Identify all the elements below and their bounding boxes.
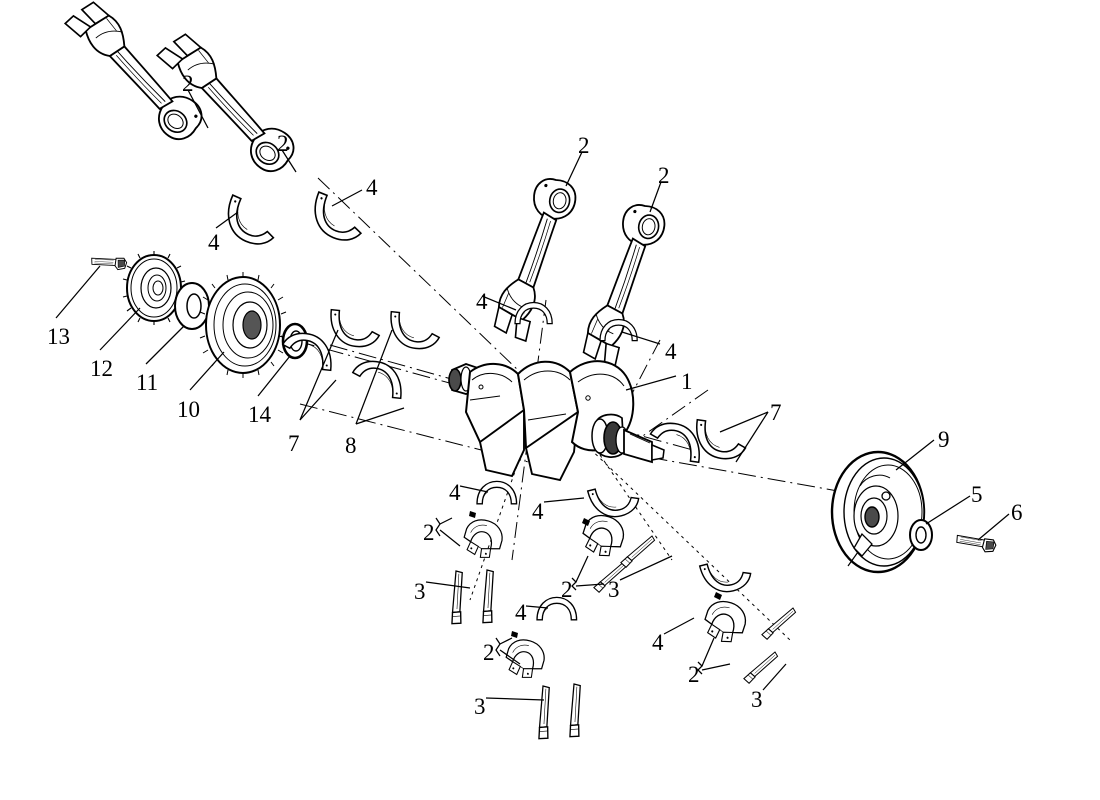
bearing-shell-b <box>304 191 371 248</box>
callout-13-bolt: 13 <box>47 324 70 349</box>
washer-5 <box>909 519 933 551</box>
callout-2-rod3: 2 <box>578 133 590 158</box>
callout-4-shell-b: 4 <box>208 230 220 255</box>
rod-bolt-4 <box>566 683 586 739</box>
callout-4-shell-h: 4 <box>652 630 664 655</box>
rod-bolt-8 <box>742 651 781 685</box>
rod-bolt-6 <box>619 535 658 569</box>
callout-2-rod2: 2 <box>277 131 289 156</box>
callout-4-shell-g: 4 <box>515 600 527 625</box>
rod-bolt-2 <box>479 569 499 625</box>
primary-drive-gear-10 <box>199 272 287 378</box>
callout-7-right: 7 <box>770 400 782 425</box>
callout-4-shell-c: 4 <box>476 289 488 314</box>
main-bearing-shell-8b <box>349 358 405 400</box>
callout-8-left: 8 <box>345 433 357 458</box>
callout-2-cap2: 2 <box>561 577 573 602</box>
callout-4-shell-e: 4 <box>449 480 461 505</box>
callout-1-crankshaft: 1 <box>681 369 693 394</box>
rod-bolt-7 <box>760 607 799 641</box>
callout-3-bolt2: 3 <box>608 577 620 602</box>
main-bearing-shell-8a <box>387 310 443 352</box>
callout-2-cap1: 2 <box>423 520 435 545</box>
callout-14-oring: 14 <box>248 402 271 427</box>
callout-2-rod4: 2 <box>658 163 670 188</box>
callout-3-bolt3: 3 <box>474 694 486 719</box>
callout-4-shell-f: 4 <box>532 499 544 524</box>
rod-cap-3 <box>501 635 549 683</box>
rod-cap-2 <box>577 510 629 562</box>
callout-11-spacer: 11 <box>136 370 159 395</box>
rod-bolt-1 <box>448 570 468 626</box>
flange-bolt-13 <box>90 253 128 272</box>
callout-4-shell-d: 4 <box>665 339 677 364</box>
connecting-rod-3 <box>492 172 580 347</box>
callout-2-cap3: 2 <box>483 640 495 665</box>
rod-cap-1 <box>459 515 507 563</box>
chain-sprocket-12 <box>122 251 186 325</box>
callout-7-left: 7 <box>288 431 300 456</box>
callout-3-bolt1: 3 <box>414 579 426 604</box>
spacer-washer-11 <box>174 282 210 330</box>
callout-12-sprocket: 12 <box>90 356 113 381</box>
main-bearing-shell-7a <box>327 308 383 350</box>
crankshaft-1 <box>448 360 665 482</box>
callout-6-bolt: 6 <box>1011 500 1023 525</box>
callout-3-bolt4: 3 <box>751 687 763 712</box>
callout-2-rod1: 2 <box>182 71 194 96</box>
flywheel-9 <box>830 450 926 574</box>
bearing-shell-a <box>217 194 284 252</box>
bearing-shell-e <box>476 480 518 505</box>
connecting-rod-4 <box>581 198 669 373</box>
callout-5-washer: 5 <box>971 482 983 507</box>
callout-10-gear: 10 <box>177 397 200 422</box>
callout-4-shell-a: 4 <box>366 175 378 200</box>
rod-bolt-3 <box>535 685 555 741</box>
callout-9-flywheel: 9 <box>938 427 950 452</box>
rod-cap-4 <box>699 596 751 648</box>
flywheel-bolt-6 <box>954 530 998 555</box>
callout-2-cap4: 2 <box>688 662 700 687</box>
